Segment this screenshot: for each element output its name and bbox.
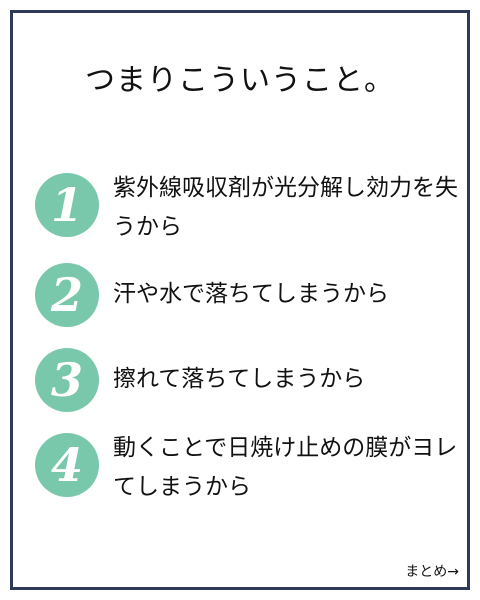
item-text-2: 汗や水で落ちてしまうから xyxy=(113,281,389,307)
number-badge-3: 3 xyxy=(35,348,99,412)
number-badge-4: 4 xyxy=(35,433,99,497)
page-title: つまりこういうこと。 xyxy=(85,63,395,98)
card-frame: つまりこういうこと。 1 紫外線吸収剤が光分解し効力を失うから 2 汗や水で落ち… xyxy=(10,10,470,590)
next-page-link[interactable]: まとめ→ xyxy=(405,564,459,580)
item-text-1: 紫外線吸収剤が光分解し効力を失うから xyxy=(113,175,458,240)
number-badge-1: 1 xyxy=(35,173,99,237)
number-badge-2: 2 xyxy=(35,263,99,327)
item-text-3: 擦れて落ちてしまうから xyxy=(113,366,366,392)
item-text-4: 動くことで日焼け止めの膜がヨレてしまうから xyxy=(113,435,458,500)
